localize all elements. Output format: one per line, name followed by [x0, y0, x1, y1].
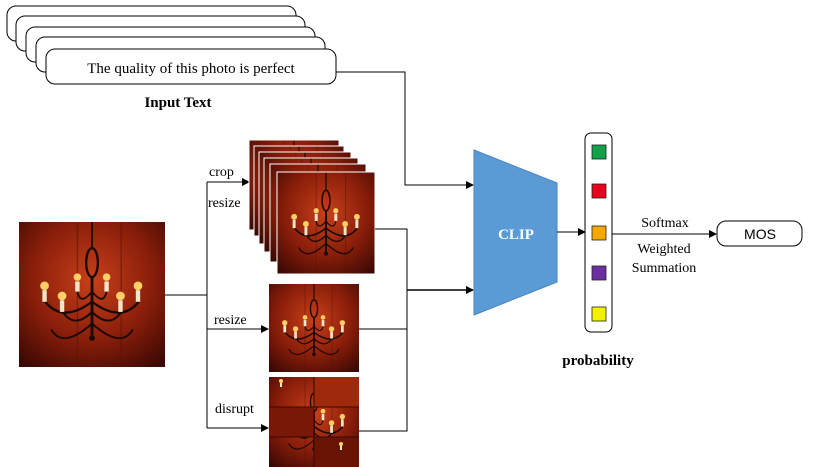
input-text-caption: Input Text — [144, 95, 211, 111]
crop-to-merge-line — [375, 228, 408, 290]
mos-box — [716, 220, 803, 247]
resize-mid-label: resize — [214, 313, 247, 328]
disrupted-image — [269, 377, 359, 467]
prompt-text: The quality of this photo is perfect — [87, 61, 295, 77]
probability-vector — [584, 132, 613, 333]
resized-image — [269, 284, 359, 372]
probability-cell-1 — [591, 144, 607, 160]
input-text-stack: The quality of this photo is perfect — [6, 5, 337, 85]
probability-cell-5 — [591, 306, 607, 322]
disrupt-label: disrupt — [215, 402, 254, 417]
probability-cell-4 — [591, 265, 607, 281]
clip-encoder — [473, 149, 558, 316]
resize-top-label: resize — [208, 196, 241, 211]
softmax-label: Softmax — [641, 216, 688, 231]
summation-label: Summation — [632, 261, 697, 276]
crop-image-stack — [248, 139, 376, 275]
resize-to-merge-line — [359, 290, 408, 330]
crop-label: crop — [209, 165, 234, 180]
disrupt-to-merge-line — [359, 290, 408, 432]
probability-caption: probability — [562, 353, 634, 369]
probability-cell-3 — [591, 225, 607, 241]
clip-label: CLIP — [498, 227, 534, 243]
text-card-front — [45, 48, 337, 85]
text-to-clip-arrow — [336, 71, 474, 189]
mos-label: MOS — [744, 226, 776, 242]
weighted-label: Weighted — [637, 242, 690, 257]
probability-cell-2 — [591, 183, 607, 199]
source-image — [19, 222, 165, 367]
